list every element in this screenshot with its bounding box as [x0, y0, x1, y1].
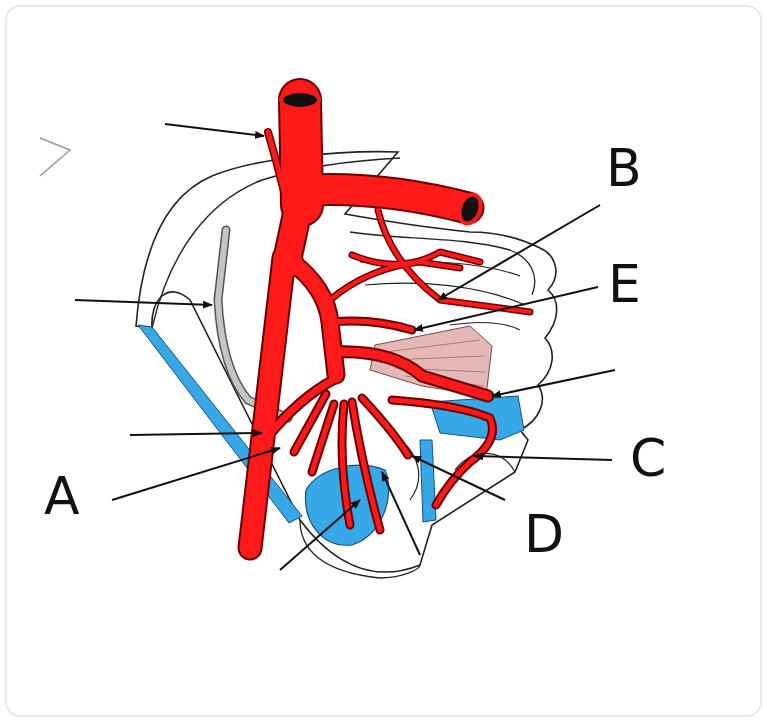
callout-letter: D [524, 508, 564, 560]
callout-letter: A [44, 470, 80, 522]
callout-letter: C [630, 432, 666, 484]
callout-letter: B [606, 142, 642, 194]
callout-letter: E [608, 258, 641, 310]
